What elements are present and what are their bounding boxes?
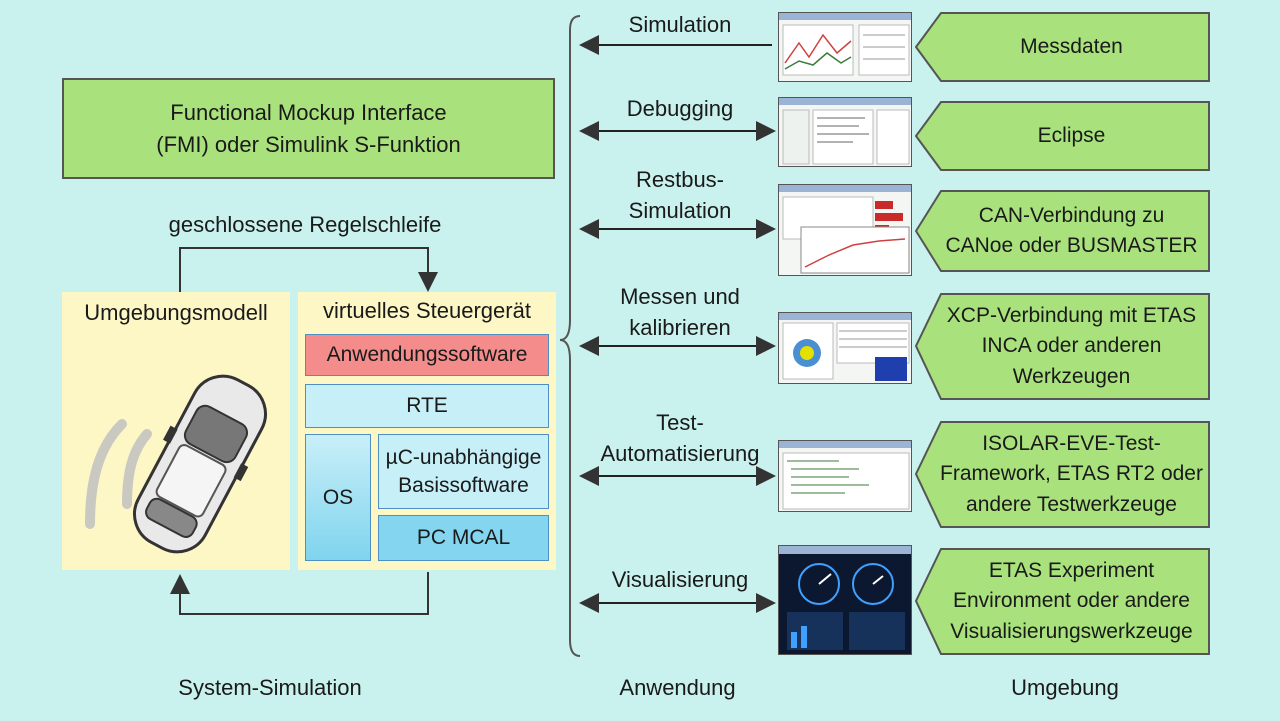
env-measurement-data: Messdaten (915, 12, 1210, 82)
environment-model-panel: Umgebungsmodell (62, 292, 290, 570)
env-eclipse: Eclipse (915, 101, 1210, 171)
virtual-ecu-title: virtuelles Steuergerät (323, 298, 531, 323)
os-box: OS (305, 434, 371, 561)
application-software-box: Anwendungssoftware (305, 334, 549, 376)
basic-software-box: µC-unabhängige Basissoftware (378, 434, 549, 509)
thumbnail-visualization (778, 545, 912, 655)
thumbnail-test-automation (778, 440, 912, 512)
footer-system-simulation: System-Simulation (178, 675, 362, 700)
app-label-simulation: Simulation (628, 12, 732, 37)
fmi-line1: Functional Mockup Interface (170, 99, 447, 125)
footer-environment: Umgebung (1011, 675, 1119, 700)
thumbnail-debugging (778, 97, 912, 167)
thumbnail-restbus (778, 184, 912, 276)
app-label-test-automation: Test- Automatisierung (600, 410, 760, 466)
app-label-restbus: Restbus- Simulation (628, 167, 732, 223)
pc-mcal-box: PC MCAL (378, 515, 549, 561)
car-icon (85, 374, 267, 554)
rte-box: RTE (305, 384, 549, 428)
basic-software-line2: Basissoftware (398, 473, 529, 497)
app-label-visualization: Visualisierung (611, 567, 749, 592)
thumbnail-measure-calibrate (778, 312, 912, 384)
fmi-line2: (FMI) oder Simulink S-Funktion (156, 131, 461, 157)
app-label-debugging: Debugging (626, 96, 734, 121)
thumbnail-simulation (778, 12, 912, 82)
loop-label: geschlossene Regelschleife (168, 212, 442, 237)
footer-application: Anwendung (619, 675, 736, 700)
basic-software-line1: µC-unabhängige (385, 446, 542, 470)
fmi-box: Functional Mockup Interface (FMI) oder S… (62, 78, 555, 179)
env-test-framework: ISOLAR-EVE-Test-Framework, ETAS RT2 oder… (915, 421, 1210, 528)
environment-model-label: Umgebungsmodell (84, 300, 268, 325)
app-label-measure-calibrate: Messen und kalibrieren (620, 284, 740, 340)
